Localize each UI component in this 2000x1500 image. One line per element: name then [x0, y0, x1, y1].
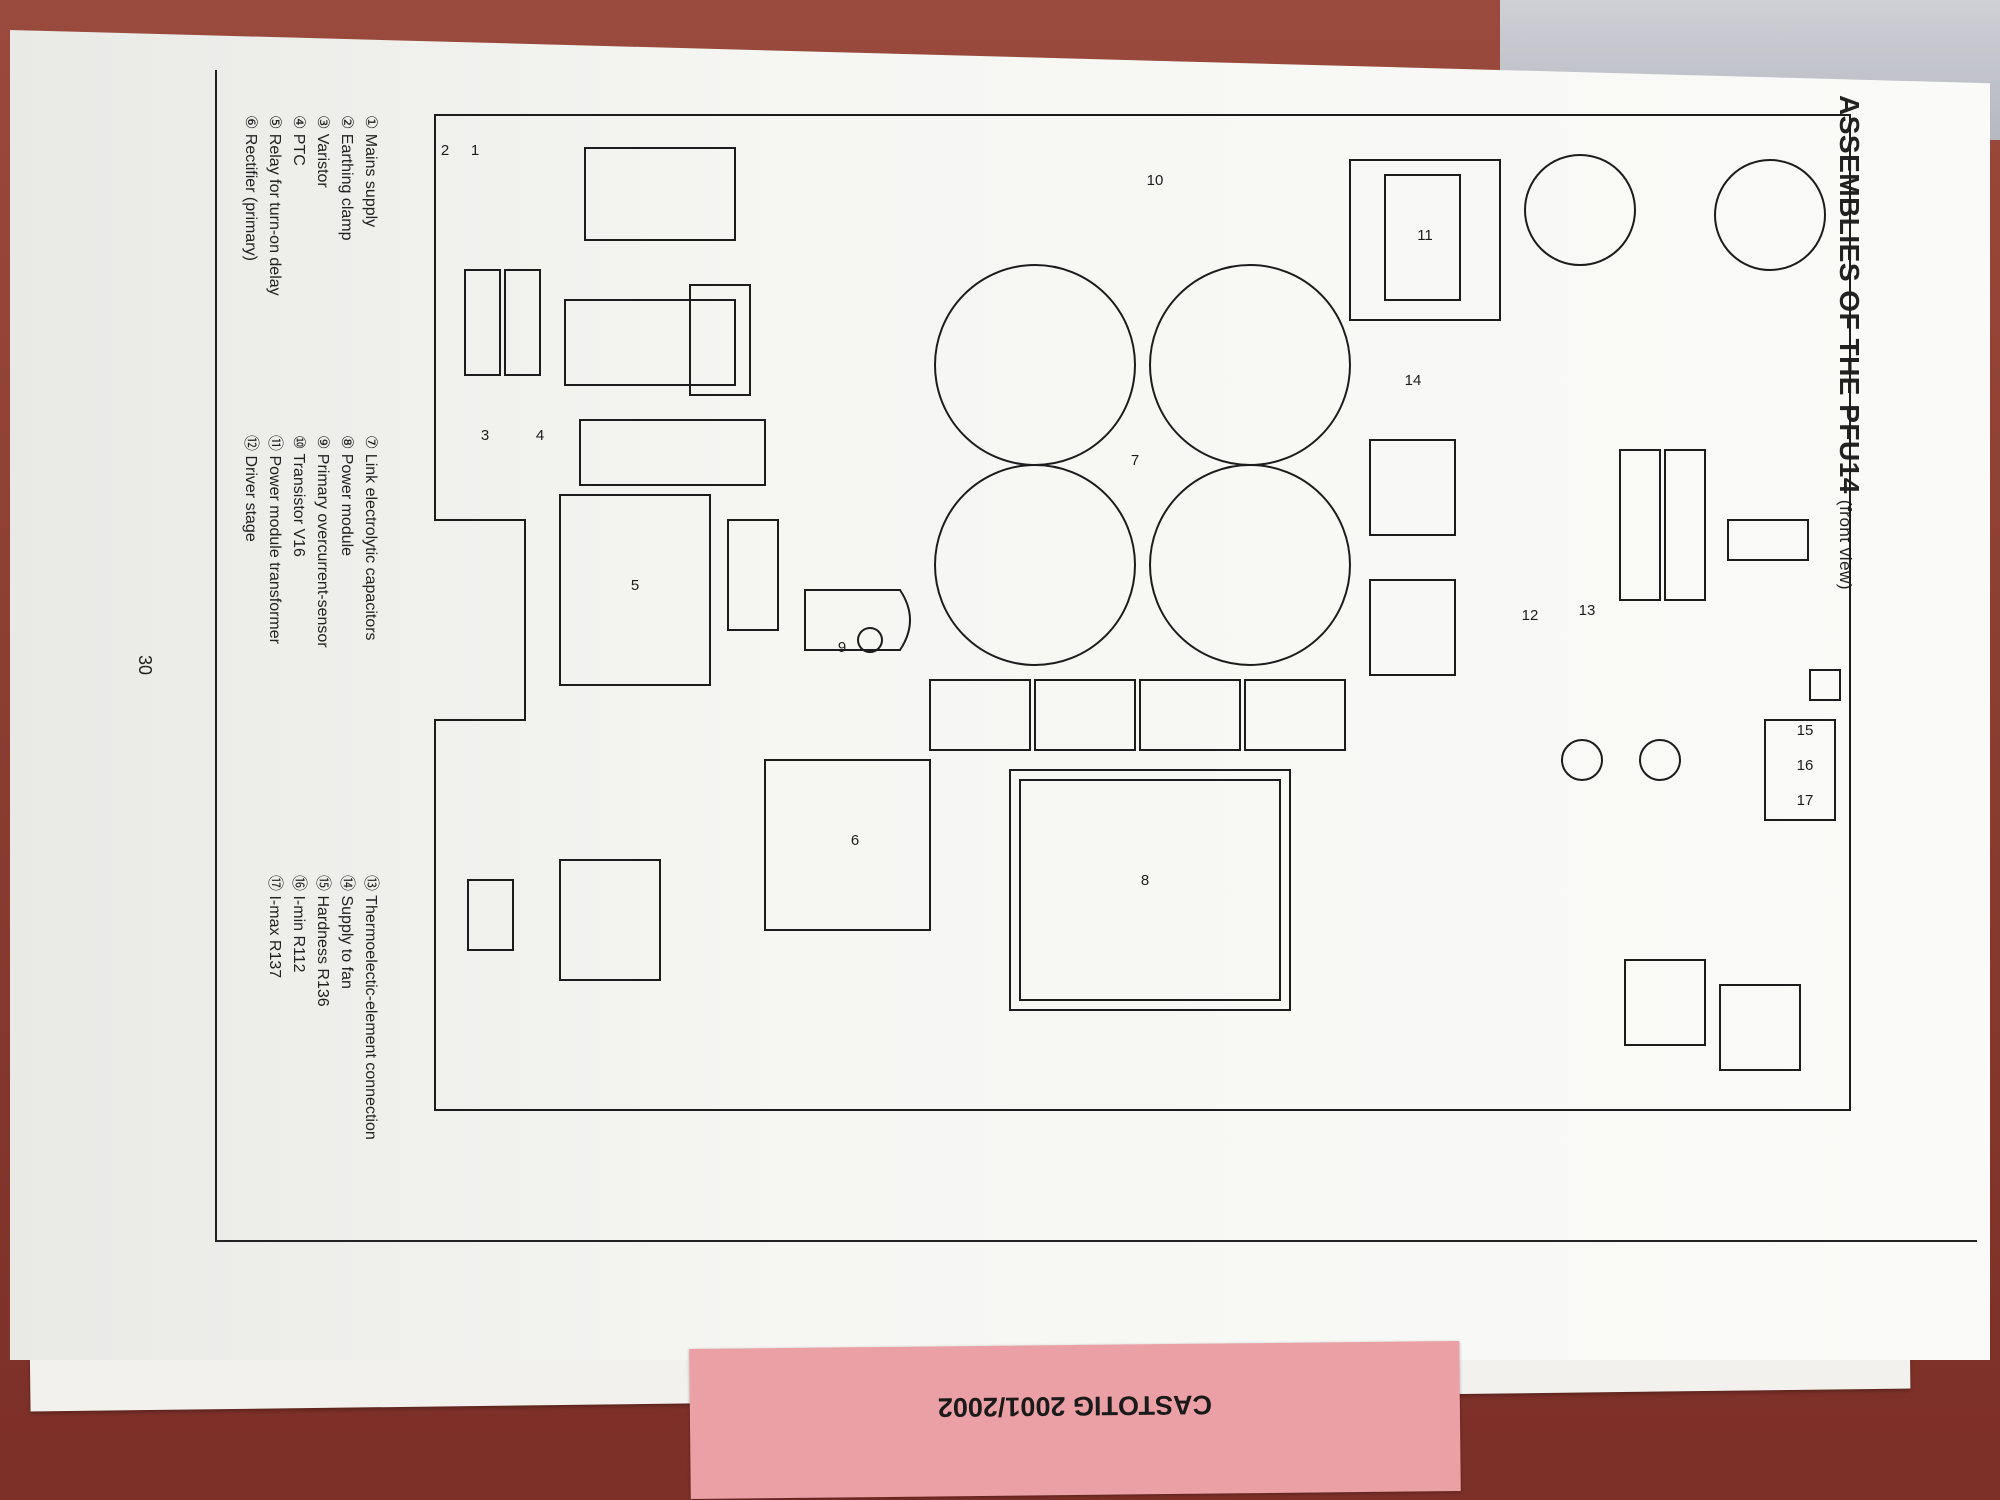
board-marker: 15: [1797, 722, 1814, 739]
link-capacitor: [934, 264, 1136, 466]
terminal-block: [467, 879, 514, 951]
board-marker: 3: [481, 427, 489, 444]
board-marker: 2: [441, 142, 449, 159]
current-sensor: [804, 589, 911, 651]
connector-block: [1764, 719, 1836, 821]
schematic-frame: [215, 70, 1977, 1242]
film-capacitor: [1034, 679, 1136, 751]
film-capacitor: [1244, 679, 1346, 751]
component-block: [1727, 519, 1809, 561]
relay-body: [559, 494, 711, 686]
component-block: [1809, 669, 1841, 701]
board-marker: 1: [471, 142, 479, 159]
board-marker: 12: [1522, 607, 1539, 624]
ic-block: [1624, 959, 1706, 1046]
power-transformer: [1349, 159, 1501, 321]
board-marker: 14: [1405, 372, 1422, 389]
board-marker: 5: [631, 577, 639, 594]
earthing-block: [559, 859, 661, 981]
index-tab: CASTOTIG 2001/2002: [689, 1340, 1461, 1500]
board-marker: 9: [838, 639, 846, 656]
manual-page: ASSEMBLIES OF THE PFU14(front view) ① Ma…: [10, 30, 1990, 1360]
board-marker: 10: [1147, 172, 1164, 189]
choke-block: [564, 299, 736, 386]
tab-label: CASTOTIG 2001/2002: [937, 1389, 1213, 1423]
board-marker: 8: [1141, 872, 1149, 889]
power-module: [1009, 769, 1291, 1011]
board-outline: [434, 114, 1851, 1111]
power-module-inner: [1019, 779, 1281, 1001]
link-capacitor: [934, 464, 1136, 666]
component-block: [689, 284, 751, 396]
link-capacitor: [1149, 264, 1351, 466]
toroid-inductor: [1524, 154, 1636, 266]
component-block: [1619, 449, 1661, 601]
component-block: [464, 269, 501, 376]
film-capacitor: [1139, 679, 1241, 751]
rectifier-block: [764, 759, 931, 931]
board-marker: 7: [1131, 452, 1139, 469]
board-marker: 6: [851, 832, 859, 849]
sensor-hole: [857, 627, 883, 653]
link-capacitor: [1149, 464, 1351, 666]
component-block: [579, 419, 766, 486]
relay-block: [584, 147, 736, 241]
toroid-inductor: [1714, 159, 1826, 271]
film-capacitor: [929, 679, 1031, 751]
board-marker: 13: [1579, 602, 1596, 619]
ic-block: [1369, 579, 1456, 676]
component-block: [504, 269, 541, 376]
transformer-core: [1384, 174, 1461, 301]
component-block: [1664, 449, 1706, 601]
trimmer: [1561, 739, 1603, 781]
board-marker: 16: [1797, 757, 1814, 774]
board-marker: 4: [536, 427, 544, 444]
trimmer: [1639, 739, 1681, 781]
board-marker: 11: [1417, 227, 1433, 244]
component-block: [727, 519, 779, 631]
ic-block: [1719, 984, 1801, 1071]
ic-block: [1369, 439, 1456, 536]
board-marker: 17: [1797, 792, 1814, 809]
